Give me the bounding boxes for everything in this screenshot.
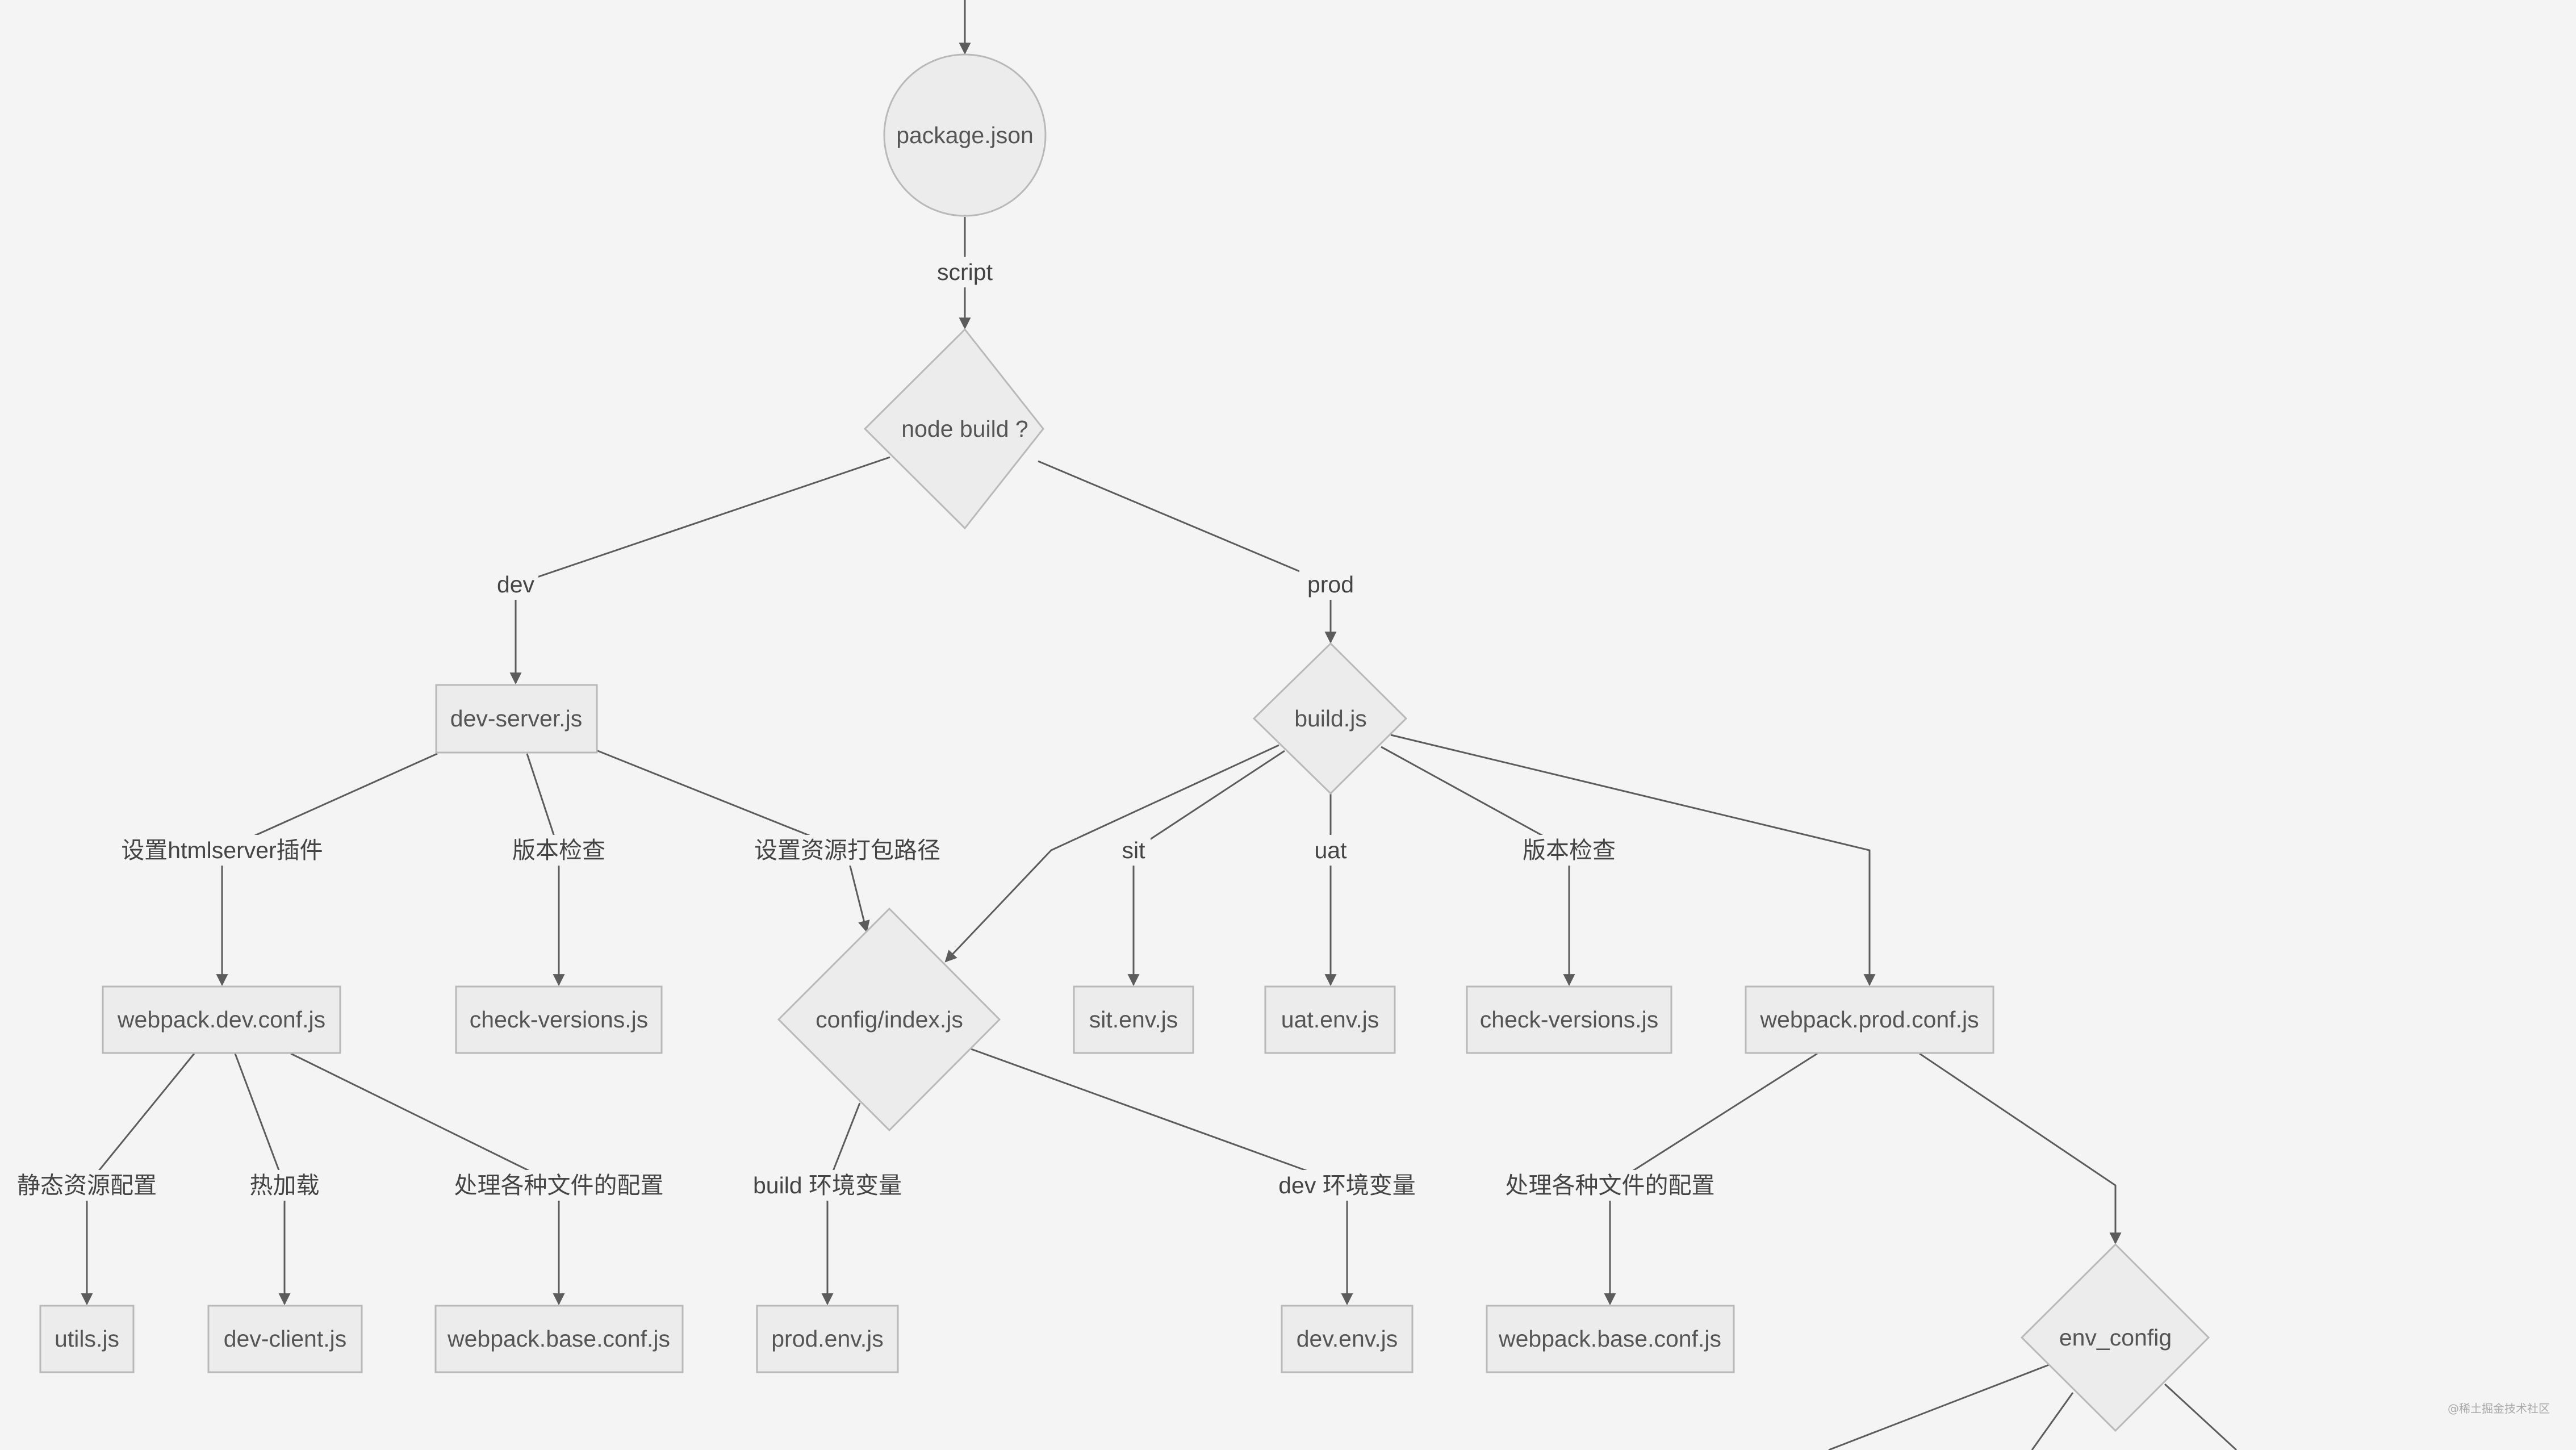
node-check-versions-dev[interactable]: check-versions.js bbox=[455, 985, 663, 1054]
edge-label-script: script bbox=[937, 259, 993, 285]
edge-node-build-to-build-js bbox=[1038, 460, 1337, 644]
edge-node-build-to-dev-server bbox=[509, 456, 890, 685]
edge-webpack-prod-conf-to-env-config bbox=[1919, 1052, 2122, 1245]
node-dev-server[interactable]: dev-server.js bbox=[435, 684, 598, 754]
nodes: package.json node build ? dev-server.js … bbox=[39, 53, 2210, 1432]
edge-build-js-to-config-index bbox=[944, 744, 1279, 963]
node-label-build-js: build.js bbox=[1294, 705, 1367, 732]
node-node-build[interactable]: node build ? bbox=[863, 328, 1044, 530]
edge-label-version-check-dev: 版本检查 bbox=[512, 837, 605, 863]
edge-build-js-to-sit-env bbox=[1127, 750, 1285, 987]
node-package-json[interactable]: package.json bbox=[883, 53, 1047, 217]
edge-label-file-config-dev: 处理各种文件的配置 bbox=[454, 1172, 664, 1198]
node-label-utils-js: utils.js bbox=[55, 1326, 119, 1352]
edge-dev-server-to-webpack-dev-conf bbox=[216, 753, 438, 987]
node-prod-env[interactable]: prod.env.js bbox=[756, 1305, 899, 1373]
node-utils-js[interactable]: utils.js bbox=[39, 1305, 135, 1373]
edge-env-config-out-right bbox=[2164, 1383, 2238, 1450]
node-label-webpack-base-conf-dev: webpack.base.conf.js bbox=[447, 1326, 670, 1352]
edge-label-hot-reload: 热加载 bbox=[250, 1172, 320, 1198]
node-label-env-config: env_config bbox=[2059, 1324, 2172, 1351]
edge-build-js-to-check-versions-prod bbox=[1381, 746, 1575, 987]
edge-label-uat: uat bbox=[1315, 837, 1348, 863]
node-label-node-build: node build ? bbox=[901, 416, 1028, 442]
edge-label-set-asset-path: 设置资源打包路径 bbox=[754, 837, 940, 863]
node-label-check-versions-dev: check-versions.js bbox=[470, 1006, 648, 1033]
node-label-config-index: config/index.js bbox=[816, 1006, 963, 1033]
edge-label-build-env-var: build 环境变量 bbox=[753, 1172, 902, 1198]
edge-env-config-out-middle bbox=[2031, 1392, 2074, 1450]
edge-env-config-out-left bbox=[1828, 1364, 2050, 1450]
node-webpack-base-conf-prod[interactable]: webpack.base.conf.js bbox=[1486, 1305, 1735, 1373]
node-dev-env[interactable]: dev.env.js bbox=[1281, 1305, 1414, 1373]
node-env-config[interactable]: env_config bbox=[2020, 1243, 2210, 1432]
edge-label-file-config-prod: 处理各种文件的配置 bbox=[1506, 1172, 1715, 1198]
node-label-webpack-base-conf-prod: webpack.base.conf.js bbox=[1498, 1326, 1721, 1352]
node-label-uat-env: uat.env.js bbox=[1281, 1006, 1379, 1033]
edge-label-set-html-server-plugin: 设置htmlserver插件 bbox=[121, 837, 323, 863]
watermark: @稀土掘金技术社区 bbox=[2448, 1402, 2550, 1415]
edge-label-prod: prod bbox=[1307, 571, 1354, 597]
node-webpack-prod-conf[interactable]: webpack.prod.conf.js bbox=[1745, 985, 1994, 1054]
edge-label-dev-env-var: dev 环境变量 bbox=[1278, 1172, 1416, 1198]
node-label-check-versions-prod: check-versions.js bbox=[1480, 1006, 1658, 1033]
edge-label-static-asset-config: 静态资源配置 bbox=[17, 1172, 157, 1198]
edge-dev-server-to-check-versions-dev bbox=[526, 753, 565, 987]
edge-label-dev: dev bbox=[497, 571, 535, 597]
node-label-package-json: package.json bbox=[896, 122, 1034, 148]
node-label-webpack-dev-conf: webpack.dev.conf.js bbox=[117, 1006, 325, 1033]
node-label-prod-env: prod.env.js bbox=[771, 1326, 884, 1352]
edge-build-js-to-webpack-prod-conf bbox=[1390, 734, 1876, 987]
node-label-dev-env: dev.env.js bbox=[1297, 1326, 1398, 1352]
edge-label-version-check-prod: 版本检查 bbox=[1523, 837, 1616, 863]
node-webpack-dev-conf[interactable]: webpack.dev.conf.js bbox=[102, 985, 341, 1054]
node-label-webpack-prod-conf: webpack.prod.conf.js bbox=[1759, 1006, 1979, 1033]
edges bbox=[81, 0, 2238, 1450]
node-dev-client[interactable]: dev-client.js bbox=[207, 1305, 363, 1373]
edge-label-sit: sit bbox=[1122, 837, 1146, 863]
node-check-versions-prod[interactable]: check-versions.js bbox=[1466, 985, 1672, 1054]
node-label-dev-client: dev-client.js bbox=[224, 1326, 346, 1352]
node-build-js[interactable]: build.js bbox=[1252, 642, 1408, 795]
edge-labels: script dev prod 设置htmlserver插件 版本检查 设置资源… bbox=[15, 257, 1717, 1201]
node-label-dev-server: dev-server.js bbox=[450, 705, 582, 732]
node-sit-env[interactable]: sit.env.js bbox=[1073, 985, 1194, 1054]
node-config-index[interactable]: config/index.js bbox=[777, 907, 1001, 1132]
node-uat-env[interactable]: uat.env.js bbox=[1264, 985, 1396, 1054]
node-label-sit-env: sit.env.js bbox=[1089, 1006, 1178, 1033]
node-webpack-base-conf-dev[interactable]: webpack.base.conf.js bbox=[434, 1305, 684, 1373]
edge-config-index-to-prod-env bbox=[821, 1102, 861, 1306]
